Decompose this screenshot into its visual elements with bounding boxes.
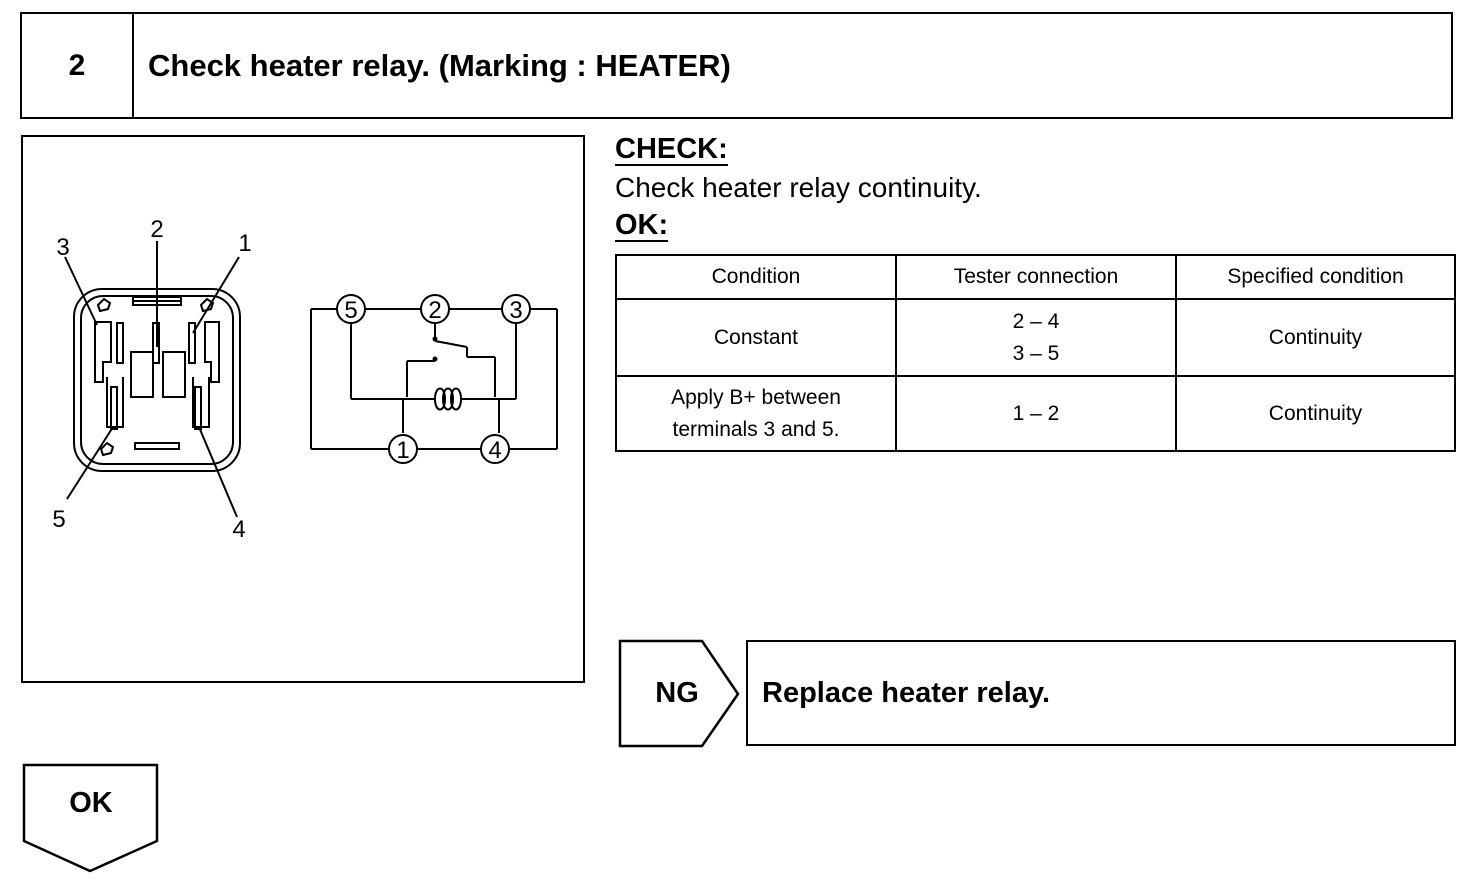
schematic-label-4: 4 xyxy=(488,437,501,464)
schematic-label-1: 1 xyxy=(396,437,409,464)
schematic-terminal-4 xyxy=(480,434,510,464)
column-header-specified-condition: Specified condition xyxy=(1175,254,1456,300)
specified-condition-cell: Continuity xyxy=(1175,298,1456,377)
relay-pin-1 xyxy=(188,322,196,364)
schematic-terminal-5 xyxy=(336,294,366,324)
step-title: Check heater relay. (Marking : HEATER) xyxy=(148,47,731,83)
step-number: 2 xyxy=(22,14,134,117)
schematic-terminal-3 xyxy=(501,294,531,324)
specified-condition-cell: Continuity xyxy=(1175,375,1456,452)
table-row: Constant 2 – 4 3 – 5 Continuity xyxy=(615,298,1456,377)
relay-pin-5 xyxy=(110,386,118,430)
relay-label-1: 1 xyxy=(238,230,251,257)
schematic-label-3: 3 xyxy=(509,297,522,324)
table-header-row: Condition Tester connection Specified co… xyxy=(615,254,1456,300)
condition-text: Constant xyxy=(713,325,799,349)
tester-connection-cell: 2 – 4 3 – 5 xyxy=(895,298,1177,377)
continuity-table: Condition Tester connection Specified co… xyxy=(615,254,1456,452)
column-header-condition: Condition xyxy=(615,254,897,300)
ng-action-box: Replace heater relay. xyxy=(746,640,1456,746)
ok-arrow-shape xyxy=(22,763,159,873)
tester-connection-cell: 1 – 2 xyxy=(895,375,1177,452)
ok-label: OK xyxy=(69,786,113,819)
relay-illustration: 3 2 1 5 4 5 2 3 1 4 xyxy=(52,216,558,543)
step-header: 2 Check heater relay. (Marking : HEATER) xyxy=(20,12,1453,119)
check-heading: CHECK: xyxy=(615,133,728,166)
condition-cell: Constant xyxy=(615,298,897,377)
ng-label: NG xyxy=(655,676,699,709)
ok-heading: OK: xyxy=(615,209,669,242)
condition-text: terminals 3 and 5. xyxy=(672,417,840,441)
tester-connection-text: 3 – 5 xyxy=(1012,341,1060,365)
condition-cell: Apply B+ between terminals 3 and 5. xyxy=(615,375,897,452)
relay-figure: 3 2 1 5 4 5 2 3 1 4 xyxy=(21,135,585,683)
ng-arrow-shape xyxy=(618,639,740,748)
schematic-label-2: 2 xyxy=(428,297,441,324)
column-header-tester-connection: Tester connection xyxy=(895,254,1177,300)
check-description: Check heater relay continuity. xyxy=(615,172,982,203)
relay-label-2: 2 xyxy=(150,216,163,243)
schematic-label-5: 5 xyxy=(344,297,357,324)
relay-label-4: 4 xyxy=(232,516,245,543)
tester-connection-text: 2 – 4 xyxy=(1012,309,1060,333)
schematic-terminal-2 xyxy=(420,294,450,324)
relay-pin-3 xyxy=(116,322,124,364)
relay-label-5: 5 xyxy=(52,506,65,533)
tester-connection-text: 1 – 2 xyxy=(1012,401,1060,425)
schematic-terminal-1 xyxy=(388,434,418,464)
table-row: Apply B+ between terminals 3 and 5. 1 – … xyxy=(615,375,1456,452)
condition-text: Apply B+ between xyxy=(671,385,841,409)
relay-label-3: 3 xyxy=(56,234,69,261)
ng-action-text: Replace heater relay. xyxy=(762,676,1051,709)
relay-pin-4 xyxy=(194,386,202,430)
